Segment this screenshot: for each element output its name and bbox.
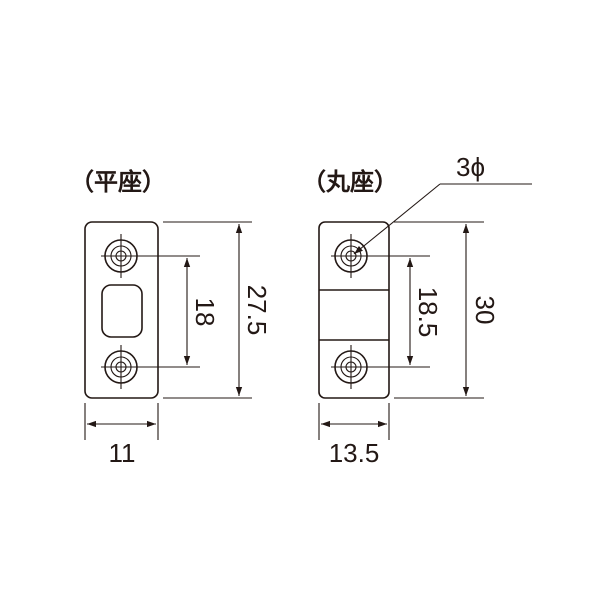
- flat-plate-title: （平座）: [70, 168, 166, 196]
- round-hole-diameter-leader-diagonal: [353, 183, 441, 255]
- round-plate-title: （丸座）: [302, 168, 398, 196]
- round-height-label: 30: [470, 296, 500, 325]
- round-pitch-label: 18.5: [413, 287, 443, 338]
- flat-pitch-label: 18: [190, 298, 220, 327]
- round-width-label: 13.5: [329, 438, 380, 468]
- flat-width-label: 11: [109, 438, 136, 468]
- flat-plate-center-window: [101, 284, 143, 338]
- round-plate-view: （丸座） 3ϕ 18.5: [302, 152, 532, 468]
- flat-plate-view: （平座） 18 27.5: [70, 168, 272, 468]
- flat-plate-body: [84, 221, 159, 399]
- flat-height-label: 27.5: [242, 285, 272, 336]
- round-plate-body: [318, 221, 390, 399]
- round-hole-diameter-label: 3ϕ: [456, 152, 485, 182]
